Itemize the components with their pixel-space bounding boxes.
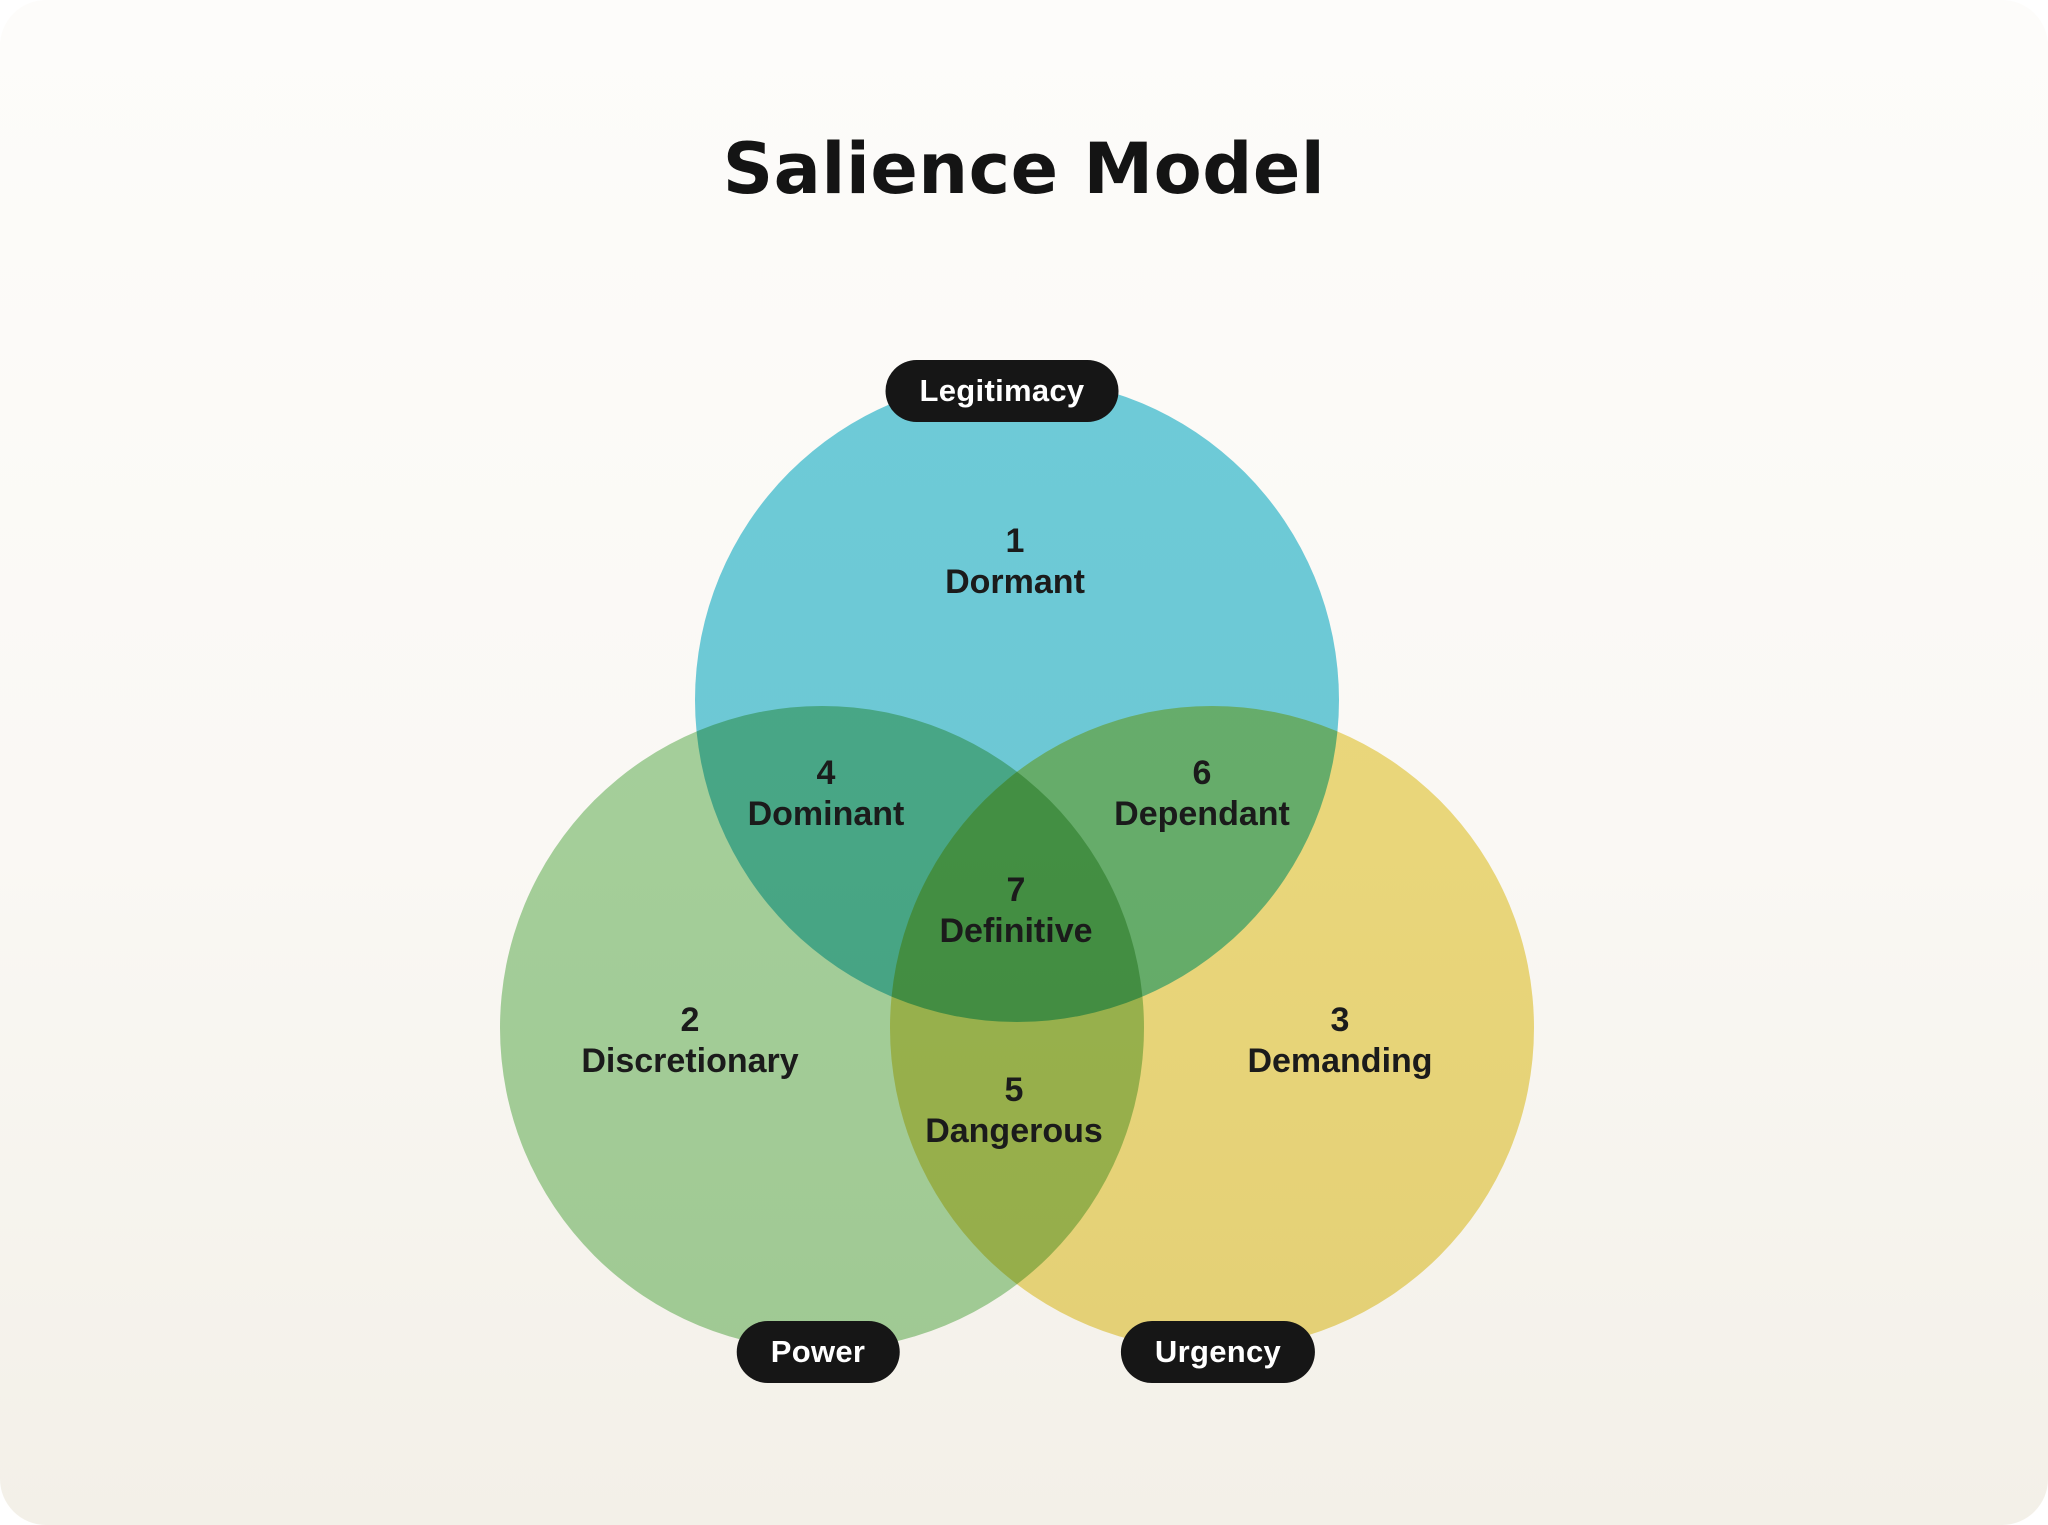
urgency-pill: Urgency [1120, 1321, 1316, 1383]
region-label: Dangerous [925, 1112, 1103, 1150]
region-dangerous: 5 Dangerous [925, 1070, 1103, 1152]
region-number: 7 [1006, 871, 1026, 910]
region-definitive: 7 Definitive [939, 870, 1092, 952]
page-title: Salience Model [722, 128, 1326, 210]
region-number: 4 [816, 754, 836, 793]
region-number: 6 [1192, 754, 1212, 793]
region-number: 2 [680, 1001, 700, 1040]
region-label: Definitive [939, 912, 1093, 950]
region-label: Demanding [1247, 1042, 1433, 1080]
region-dominant: 4 Dominant [748, 753, 905, 835]
urgency-circle [890, 706, 1534, 1350]
region-label: Dormant [945, 563, 1085, 601]
region-label: Dominant [747, 795, 905, 833]
power-pill: Power [736, 1321, 900, 1383]
region-label: Discretionary [581, 1042, 799, 1080]
region-number: 3 [1330, 1001, 1350, 1040]
region-dependant: 6 Dependant [1114, 753, 1290, 835]
region-label: Dependant [1114, 795, 1290, 833]
region-number: 1 [1005, 522, 1025, 561]
region-dormant: 1 Dormant [945, 521, 1085, 603]
region-number: 5 [1004, 1071, 1024, 1110]
legitimacy-pill: Legitimacy [885, 360, 1119, 422]
region-discretionary: 2 Discretionary [581, 1000, 798, 1082]
region-demanding: 3 Demanding [1247, 1000, 1432, 1082]
